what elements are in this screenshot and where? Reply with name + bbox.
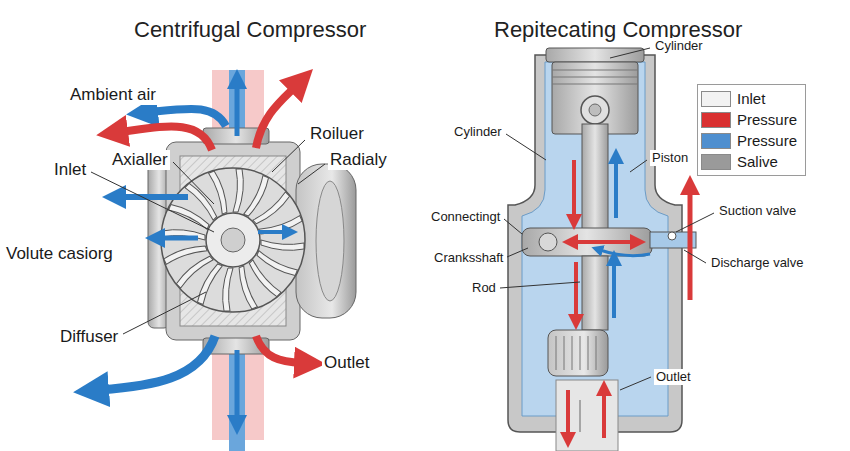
- part-label: Diffuser: [58, 327, 120, 347]
- legend-text: Salive: [737, 153, 778, 170]
- legend-swatch: [701, 154, 731, 170]
- legend-text: Inlet: [737, 90, 765, 107]
- part-label: Cylinder: [653, 38, 705, 54]
- part-label: Piston: [650, 150, 690, 166]
- legend-row: Pressure: [701, 130, 797, 151]
- part-label: Radialy: [328, 150, 389, 170]
- part-label: Roiluer: [308, 124, 366, 144]
- panel-title: Centrifugal Compressor: [132, 17, 368, 43]
- legend-row: Inlet: [701, 88, 797, 109]
- legend-text: Pressure: [737, 111, 797, 128]
- part-label: Discharge valve: [709, 255, 806, 271]
- legend-row: Pressure: [701, 109, 797, 130]
- part-label: Suction valve: [717, 203, 798, 219]
- legend-swatch: [701, 91, 731, 107]
- part-label: Outlet: [654, 369, 693, 385]
- part-label: Inlet: [52, 160, 88, 180]
- part-label: Axialler: [110, 150, 170, 170]
- part-label: Ambient air: [68, 85, 158, 105]
- part-label: Cylinder: [452, 124, 504, 140]
- legend-swatch: [701, 133, 731, 149]
- legend-swatch: [701, 112, 731, 128]
- part-label: Connectingt: [429, 209, 502, 225]
- part-label: Volute casiorg: [4, 244, 115, 264]
- legend-row: Salive: [701, 151, 797, 172]
- part-label: Rod: [470, 280, 498, 296]
- panel-title: Repitecating Compressor: [492, 17, 744, 43]
- part-label: Cranksshaft: [432, 250, 505, 266]
- legend-box: InletPressurePressureSalive: [697, 84, 806, 176]
- part-label: Outlet: [322, 353, 371, 373]
- legend-text: Pressure: [737, 132, 797, 149]
